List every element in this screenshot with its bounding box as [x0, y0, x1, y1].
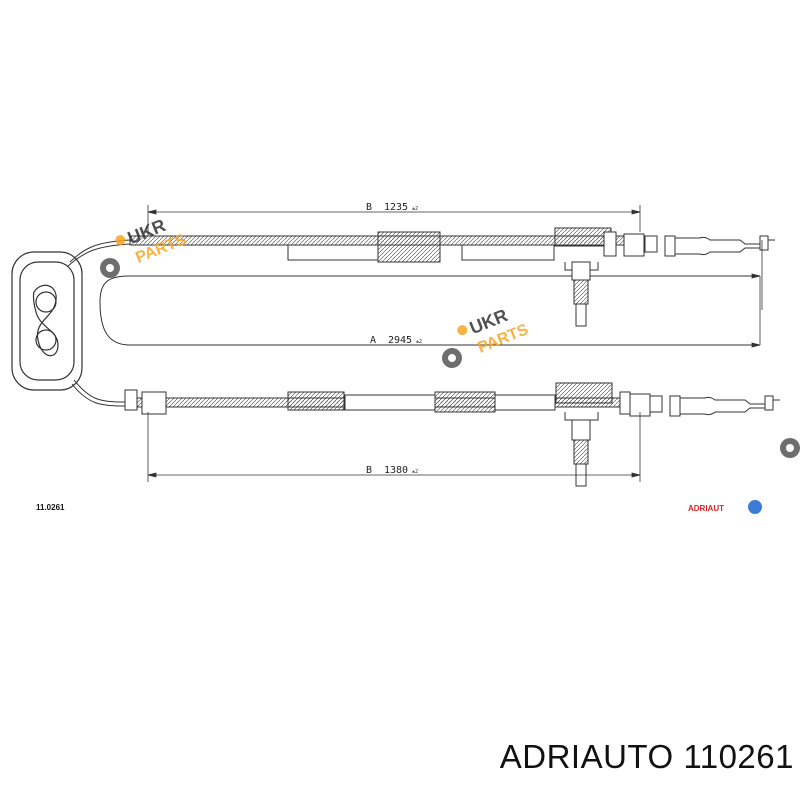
watermark-center: UKR PARTS — [442, 305, 531, 368]
dim-a-suffix: ±2 — [416, 339, 422, 345]
upper-cable — [129, 227, 775, 327]
lower-cable — [124, 382, 780, 487]
dim-b-bottom-suffix: ±2 — [412, 469, 418, 475]
dim-b-top-suffix: ±2 — [412, 206, 418, 212]
adriauto-logo: ADRIAUT — [688, 500, 762, 514]
watermark-right-edge — [780, 438, 800, 458]
dim-b-top-value: 1235 — [384, 202, 408, 213]
dimension-b-bottom: B 1380 ±2 — [366, 465, 418, 476]
dim-b-top-letter: B — [366, 202, 372, 213]
adriauto-logo-text: ADRIAUT — [688, 504, 724, 513]
adriauto-logo-icon — [748, 500, 762, 514]
dim-a-letter: A — [370, 335, 376, 346]
part-number-label: 11.0261 — [36, 503, 65, 512]
equalizer-bracket — [11, 251, 83, 391]
cable-loops — [67, 239, 760, 407]
dim-b-bottom-value: 1380 — [384, 465, 408, 476]
dim-b-bottom-letter: B — [366, 465, 372, 476]
dimension-lines — [147, 205, 763, 482]
product-caption: ADRIAUTO 110261 — [499, 738, 794, 775]
dim-a-value: 2945 — [388, 335, 412, 346]
dimension-a: A 2945 ±2 — [370, 335, 422, 346]
dimension-b-top: B 1235 ±2 — [366, 202, 418, 213]
